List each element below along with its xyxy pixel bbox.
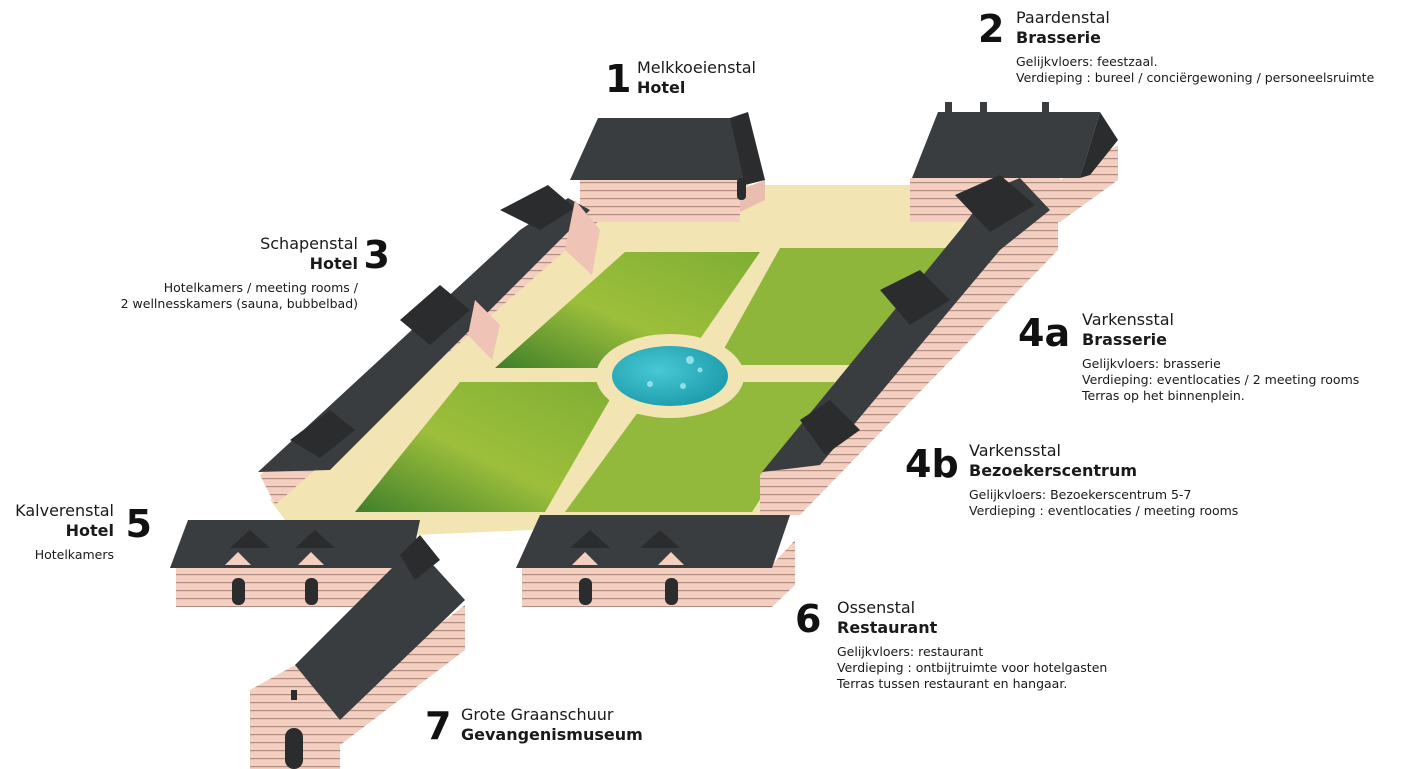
- building-function: Brasserie: [1016, 28, 1102, 47]
- building-detail: 2 wellnesskamers (sauna, bubbelbad): [120, 296, 358, 311]
- building-number: 2: [978, 7, 1005, 51]
- building-function: Brasserie: [1082, 330, 1168, 349]
- building-function: Hotel: [65, 521, 114, 540]
- building-function: Restaurant: [837, 618, 938, 637]
- building-number: 1: [605, 57, 632, 101]
- building-detail: Terras tussen restaurant en hangaar.: [837, 676, 1068, 691]
- building-number: 3: [363, 233, 390, 277]
- building-name: Varkensstal: [1082, 310, 1174, 329]
- building-function: Hotel: [637, 78, 686, 97]
- building-function: Gevangenismuseum: [461, 725, 643, 744]
- building-number: 6: [795, 597, 822, 641]
- building-function: Hotel: [309, 254, 358, 273]
- building-number: 7: [425, 704, 452, 748]
- building-detail: Terras op het binnenplein.: [1082, 388, 1245, 403]
- building-function: Bezoekerscentrum: [969, 461, 1138, 480]
- building-4-varkensstal: [760, 175, 1058, 515]
- building-name: Paardenstal: [1016, 8, 1110, 27]
- building-number: 4b: [905, 442, 959, 486]
- building-name: Melkkoeienstal: [637, 58, 756, 77]
- building-name: Ossenstal: [837, 598, 916, 617]
- pond: [612, 346, 728, 406]
- building-6-ossenstal: [516, 515, 795, 607]
- building-1-melkkoeienstal: [570, 112, 765, 222]
- building-detail: Verdieping: eventlocaties / 2 meeting ro…: [1082, 372, 1360, 387]
- building-detail: Gelijkvloers: Bezoekerscentrum 5-7: [969, 487, 1192, 502]
- building-number: 5: [125, 502, 152, 546]
- building-number: 4a: [1018, 311, 1071, 355]
- building-detail: Gelijkvloers: brasserie: [1082, 356, 1221, 371]
- building-detail: Hotelkamers: [34, 547, 114, 562]
- building-detail: Gelijkvloers: feestzaal.: [1016, 54, 1158, 69]
- building-detail: Verdieping : eventlocaties / meeting roo…: [969, 503, 1239, 518]
- building-name: Kalverenstal: [15, 501, 114, 520]
- building-detail: Verdieping : ontbijtruimte voor hotelgas…: [837, 660, 1108, 675]
- building-name: Varkensstal: [969, 441, 1061, 460]
- building-detail: Verdieping : bureel / conciërgewoning / …: [1016, 70, 1375, 85]
- building-detail: Hotelkamers / meeting rooms /: [163, 280, 358, 295]
- building-7-grote-graanschuur: [250, 535, 465, 769]
- building-name: Schapenstal: [260, 234, 358, 253]
- building-3-schapenstal: [258, 185, 600, 505]
- building-detail: Gelijkvloers: restaurant: [837, 644, 984, 659]
- building-name: Grote Graanschuur: [461, 705, 614, 724]
